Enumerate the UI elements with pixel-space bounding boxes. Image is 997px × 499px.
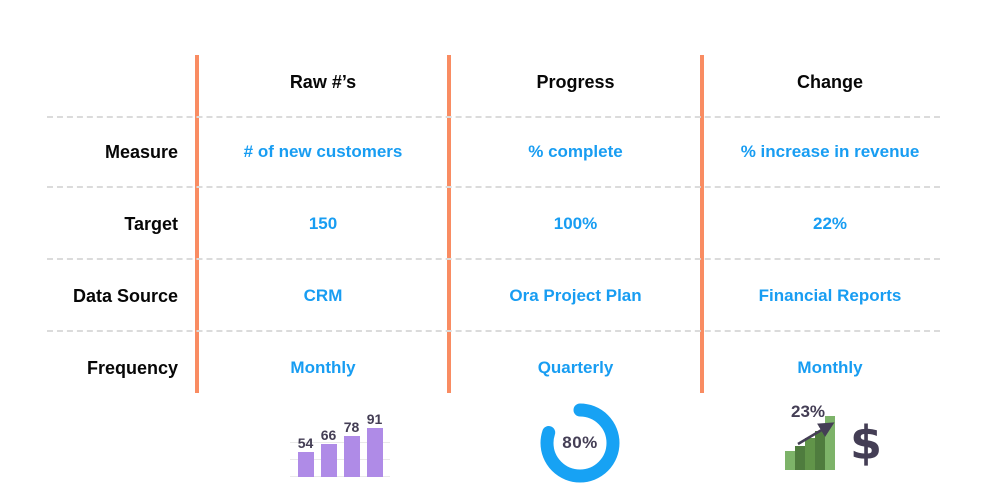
gridline [290, 442, 390, 443]
data-source-progress-value: Ora Project Plan [509, 286, 642, 305]
growth-bars [785, 416, 835, 470]
bar-with-label: 78 [343, 419, 360, 477]
bar-with-label: 91 [366, 411, 383, 477]
row-label-measure: Measure [104, 142, 178, 162]
frequency-raw-numbers-value: Monthly [290, 358, 356, 377]
progress-donut-chart: 80% [538, 401, 622, 485]
row-divider-line [47, 186, 940, 188]
row-divider-line [47, 116, 940, 118]
growth-bar [805, 438, 815, 470]
column-divider-line [195, 55, 199, 393]
dollar-sign-icon: $ [850, 416, 883, 470]
bar-value-label: 66 [320, 427, 337, 443]
column-header-change: Change [796, 72, 863, 92]
growth-bar [785, 451, 795, 470]
measure-change-value: % increase in revenue [740, 142, 920, 161]
bar [343, 436, 360, 477]
donut-percentage-label: 80% [562, 433, 598, 452]
bar-value-label: 54 [297, 435, 314, 451]
donut-arc [540, 403, 620, 483]
row-divider-line [47, 330, 940, 332]
growth-percentage-label: 23% [791, 402, 826, 421]
frequency-change-value: Monthly [797, 358, 863, 377]
data-source-raw-numbers-value: CRM [303, 286, 343, 305]
growth-arrow-icon [797, 422, 835, 446]
target-change-value: 22% [812, 214, 848, 233]
target-progress-value: 100% [553, 214, 598, 233]
bar-value-label: 78 [343, 419, 360, 435]
bar-value-label: 91 [366, 411, 383, 427]
bar [320, 444, 337, 477]
growth-bar [815, 431, 825, 470]
target-raw-numbers-value: 150 [308, 214, 338, 233]
row-label-frequency: Frequency [86, 358, 178, 378]
growth-bar [795, 446, 805, 470]
bar-with-label: 66 [320, 427, 337, 477]
data-source-change-value: Financial Reports [758, 286, 902, 305]
raw-bar-chart-bars: 54 66 78 91 [286, 398, 394, 477]
row-divider-line [47, 258, 940, 260]
column-divider-line [700, 55, 704, 393]
gridline [290, 476, 390, 477]
growth-bar [825, 416, 835, 470]
bar [297, 452, 314, 477]
frequency-progress-value: Quarterly [537, 358, 614, 377]
raw-numbers-bar-chart: 54 66 78 91 [286, 398, 394, 477]
column-header-progress: Progress [536, 72, 615, 92]
gridline [290, 459, 390, 460]
bar-with-label: 54 [297, 435, 314, 477]
measure-progress-value: % complete [528, 142, 623, 161]
measure-raw-numbers-value: # of new customers [243, 142, 403, 161]
column-header-raw-numbers: Raw #’s [289, 72, 357, 92]
donut-ring [540, 403, 620, 483]
row-label-data-source: Data Source [72, 286, 178, 306]
row-label-target: Target [124, 214, 178, 234]
change-growth-chart: 23% $ [784, 400, 934, 470]
bar [366, 428, 383, 477]
column-divider-line [447, 55, 451, 393]
